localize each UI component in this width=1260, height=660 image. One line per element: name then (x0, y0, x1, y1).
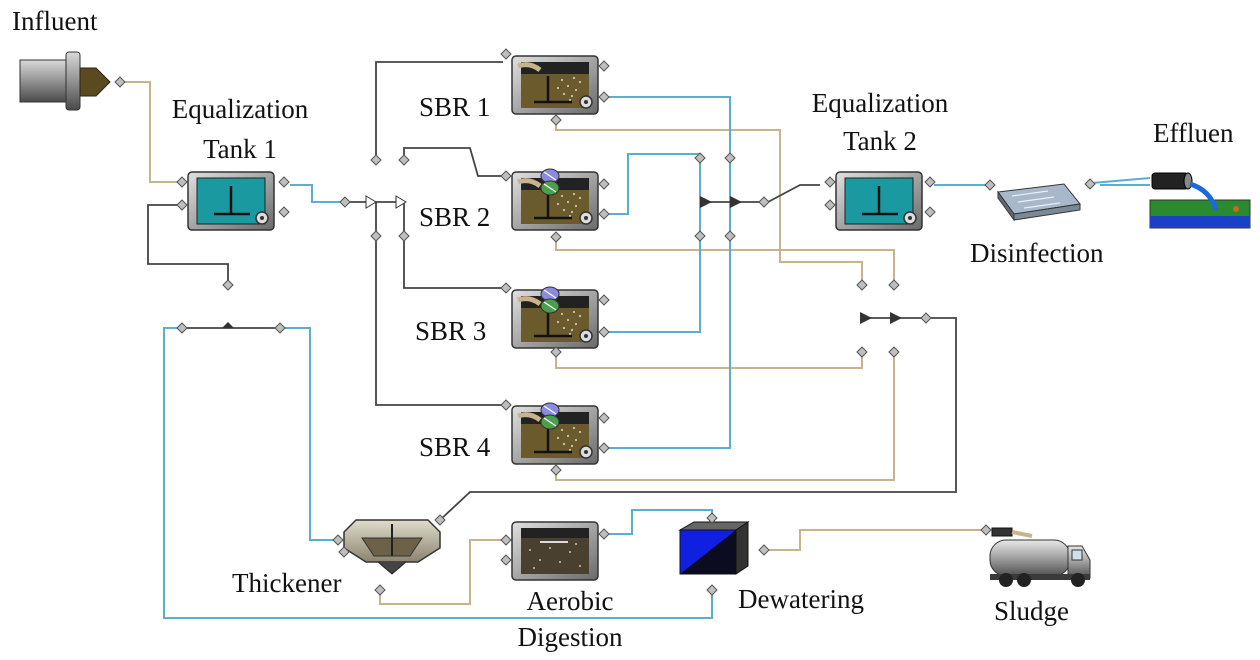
equalization-tank-1-label-line2: Tank 1 (203, 134, 277, 164)
dewatering-label: Dewatering (738, 584, 864, 614)
digestion-label-line1: Aerobic (526, 586, 614, 616)
sbr-1-label: SBR 1 (419, 92, 491, 122)
thickener-icon[interactable] (343, 519, 441, 575)
water-lines (163, 96, 1151, 619)
equalization-tank-2-label-line1: Equalization (811, 88, 949, 118)
sbr-4-label: SBR 4 (419, 432, 491, 462)
effluent-outfall-icon (1149, 172, 1251, 229)
digestion-label-line2: Digestion (517, 622, 623, 652)
sludge-truck-icon[interactable] (989, 527, 1091, 587)
thickener-label: Thickener (232, 568, 342, 598)
disinfection-unit-icon[interactable] (997, 183, 1081, 222)
effluent-label: Effluen (1153, 118, 1234, 148)
sbr-2-label: SBR 2 (419, 202, 491, 232)
equalization-tank-1-label-line1: Equalization (171, 94, 309, 124)
disinfection-label: Disinfection (970, 238, 1104, 268)
aerobic-digester-icon[interactable] (511, 521, 599, 581)
influent-label: Influent (12, 6, 98, 36)
equalization-tank-2-label-line2: Tank 2 (843, 126, 917, 156)
equalization-tank-1-icon[interactable] (186, 170, 276, 232)
equalization-tank-2-icon[interactable] (834, 170, 924, 232)
sludge-label: Sludge (994, 596, 1070, 626)
influent-pipe-icon (19, 51, 111, 111)
sbr-3-label: SBR 3 (415, 316, 487, 346)
dewatering-unit-icon[interactable] (678, 521, 750, 575)
sbr-1-icon[interactable] (512, 56, 598, 114)
